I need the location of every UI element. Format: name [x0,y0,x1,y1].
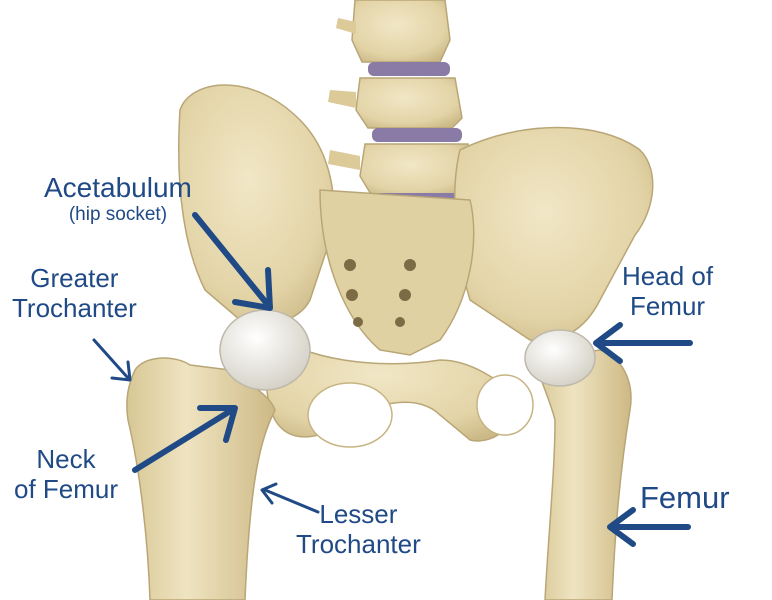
obturator-foramen-left [308,383,392,447]
head-of-femur-line2: Femur [622,292,713,322]
right-femoral-head [525,330,595,386]
head-of-femur-arrow [596,325,690,361]
label-neck-of-femur: Neck of Femur [14,445,118,505]
neck-of-femur-line2: of Femur [14,475,118,505]
label-greater-trochanter: Greater Trochanter [12,264,137,324]
left-femur [127,358,275,600]
right-femur [535,350,631,600]
left-femoral-head [220,310,310,390]
femur-label-text: Femur [640,480,730,516]
label-acetabulum: Acetabulum (hip socket) [44,172,192,226]
lumbar-spine [328,0,472,207]
acetabulum-subtitle: (hip socket) [44,204,192,226]
greater-trochanter-line2: Trochanter [12,294,137,324]
greater-trochanter-line1: Greater [12,264,137,294]
greater-trochanter-arrow [94,340,130,380]
neck-of-femur-line1: Neck [14,445,118,475]
lesser-trochanter-line2: Trochanter [296,530,421,560]
label-femur: Femur [640,480,730,516]
head-of-femur-line1: Head of [622,262,713,292]
acetabulum-title: Acetabulum [44,172,192,204]
lesser-trochanter-line1: Lesser [296,500,421,530]
obturator-foramen-right [477,375,533,435]
sacrum [320,190,474,355]
label-lesser-trochanter: Lesser Trochanter [296,500,421,560]
label-head-of-femur: Head of Femur [622,262,713,322]
